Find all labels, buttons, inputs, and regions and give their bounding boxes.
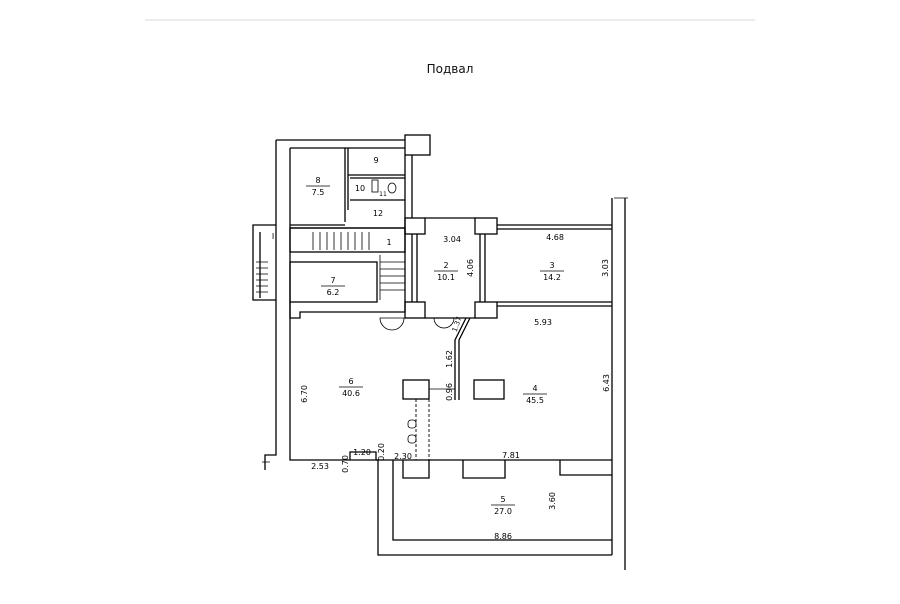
dim-label: 8.86: [494, 532, 512, 541]
plan-text: 40.6: [342, 389, 360, 398]
dim-label: 4.06: [466, 259, 475, 277]
plan-line: [404, 217, 426, 235]
dimension-labels: 3.04 4.06 4.68 3.03 5.93 1.37 1.62 0.96 …: [300, 233, 611, 541]
plan-text: 7: [330, 276, 335, 285]
plan-line: [433, 317, 455, 329]
room-3-label: 314.2: [540, 261, 564, 282]
plan-line: [379, 317, 405, 331]
room-11-label: 11: [379, 191, 387, 198]
plan-line: [262, 197, 628, 463]
plan-line: [252, 224, 276, 301]
dim-label: 6.43: [602, 374, 611, 392]
plan-text: 6: [348, 377, 353, 386]
plan-line: [276, 139, 405, 149]
plan-line: [371, 179, 379, 193]
plan-line: [454, 317, 471, 400]
plan-line: [497, 224, 612, 307]
plan-text: 3: [549, 261, 554, 270]
walls: [252, 134, 628, 570]
room-5-label: 527.0: [491, 495, 515, 516]
plan-line: [290, 148, 405, 229]
plan-text: 45.5: [526, 396, 544, 405]
plan-title: Подвал: [426, 62, 474, 76]
room-12-label: 12: [373, 209, 383, 218]
plan-line: [415, 399, 430, 460]
plan-text: 6.2: [327, 288, 340, 297]
plan-text: 2: [443, 261, 448, 270]
dim-label: 1.62: [445, 350, 454, 368]
plan-line: [387, 182, 397, 194]
plan-text: 7.5: [312, 188, 325, 197]
plan-line: [392, 460, 612, 541]
plan-line: [289, 227, 406, 253]
plan-line: [407, 419, 417, 429]
room-9-label: 9: [373, 156, 378, 165]
dim-label: 6.70: [300, 385, 309, 403]
plan-line: [289, 300, 406, 319]
plan-line: [411, 217, 486, 319]
dim-label: 3.04: [443, 235, 461, 244]
dim-label: 1.20: [353, 448, 371, 457]
plan-line: [404, 134, 431, 156]
plan-line: [473, 379, 505, 400]
room-labels: 87.5 9 10 11 12 1 I 210.1 314.2 76.2 640…: [272, 156, 564, 516]
plan-line: [611, 198, 626, 570]
top-divider: [145, 19, 755, 21]
dim-label: 0.70: [341, 455, 350, 473]
room-4-label: 445.5: [523, 384, 547, 405]
plan-line: [402, 379, 430, 400]
plan-line: [349, 451, 612, 461]
stairs: [256, 232, 405, 300]
plan-text: 8: [315, 176, 320, 185]
room-7-label: 76.2: [321, 276, 345, 297]
dim-label: 5.93: [534, 318, 552, 327]
plan-line: [474, 301, 498, 319]
dim-label: 3.60: [548, 492, 557, 510]
plan-line: [404, 301, 426, 319]
plan-line: [474, 217, 498, 235]
dim-label: 7.81: [502, 451, 520, 460]
dim-label: 2.53: [311, 462, 329, 471]
plan-text: 5: [500, 495, 505, 504]
room-10-label: 10: [355, 184, 365, 193]
plan-text: 14.2: [543, 273, 561, 282]
plan-line: [404, 155, 413, 300]
plan-line: [256, 261, 268, 293]
plan-line: [264, 140, 612, 556]
dim-label: 3.03: [601, 259, 610, 277]
plan-line: [379, 255, 405, 300]
dim-label: 0.20: [377, 443, 386, 461]
dim-label: 0.96: [445, 383, 454, 401]
room-2-label: 210.1: [434, 261, 458, 282]
plan-line: [407, 434, 417, 444]
entrance-label: I: [272, 232, 274, 241]
dim-label: 4.68: [546, 233, 564, 242]
plan-text: 10.1: [437, 273, 455, 282]
plan-line: [289, 261, 378, 303]
dim-label: 2.30: [394, 452, 412, 461]
room-6-label: 640.6: [339, 377, 363, 398]
plan-text: 4: [532, 384, 537, 393]
room-8-label: 87.5: [306, 176, 330, 197]
room-1-label: 1: [386, 238, 391, 247]
plan-text: 27.0: [494, 507, 512, 516]
plan-line: [312, 232, 370, 250]
